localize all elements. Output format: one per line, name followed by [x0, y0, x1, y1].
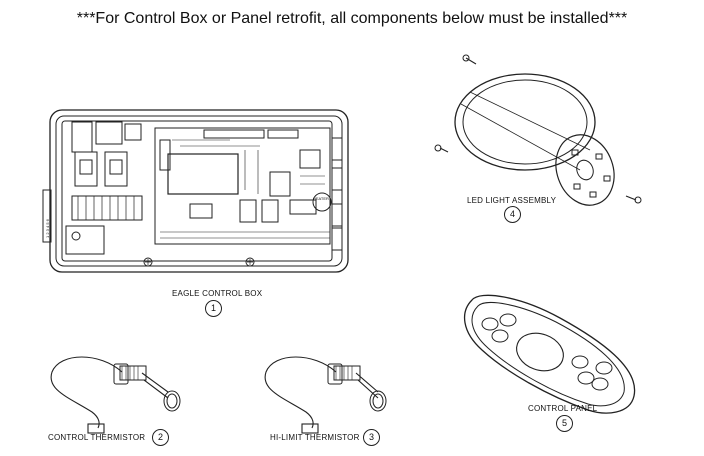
control-thermistor-number: 2: [152, 429, 169, 446]
led-light-assembly-illustration: [434, 54, 642, 206]
eagle-control-box-illustration: [42, 109, 349, 273]
led-light-assembly-number: 4: [504, 206, 521, 223]
page-title: ***For Control Box or Panel retrofit, al…: [76, 10, 628, 27]
led-light-assembly-label: LED LIGHT ASSEMBLY: [467, 196, 557, 205]
control-panel-illustration: [463, 294, 636, 414]
eagle-control-box-label: EAGLE CONTROL BOX: [172, 289, 263, 298]
eagle-control-box-number: 1: [205, 300, 222, 317]
heater-board-label: HEATER: [313, 196, 329, 201]
control-panel-label: CONTROL PANEL: [528, 404, 598, 413]
control-panel-number: 5: [556, 415, 573, 432]
hi-limit-thermistor-number: 3: [363, 429, 380, 446]
hi-limit-thermistor-label: HI-LIMIT THERMISTOR: [270, 433, 360, 442]
hi-limit-thermistor-illustration: [264, 356, 387, 434]
control-thermistor-label: CONTROL THERMISTOR: [48, 433, 146, 442]
control-thermistor-illustration: [50, 356, 181, 434]
side-terminal-label: 1 2 3 4 5 6: [45, 218, 50, 238]
